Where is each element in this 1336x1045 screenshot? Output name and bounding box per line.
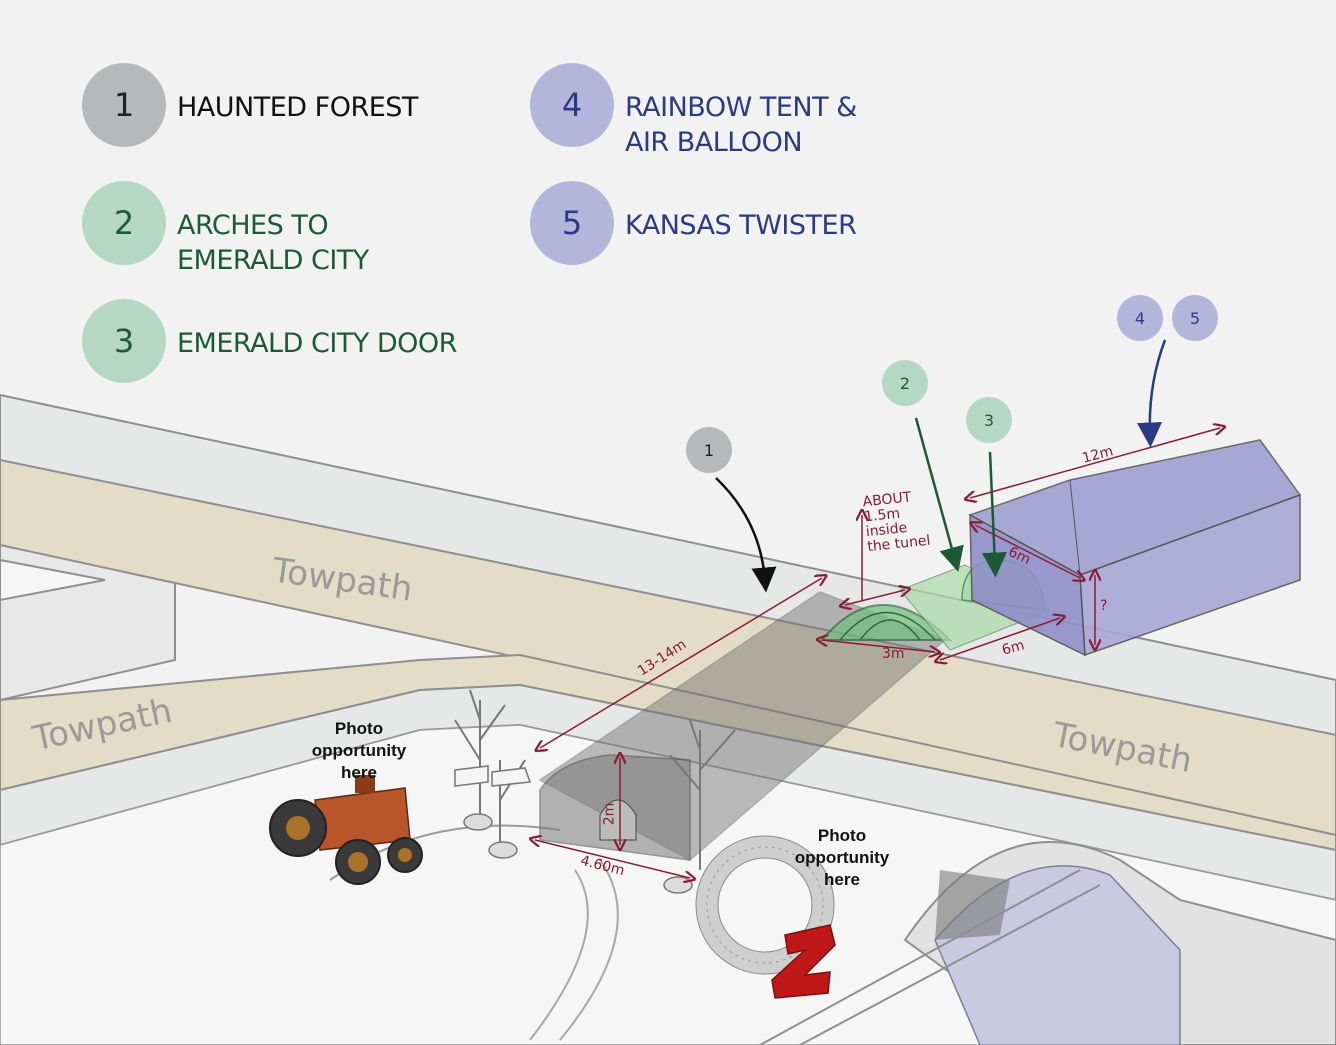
legend-badge-1: 1 [82,63,166,147]
note-inside-tunnel: ABOUT 1.5m inside the tunel [862,489,931,555]
marker-5: 5 [1172,295,1218,341]
marker-1: 1 [686,427,732,473]
legend-badge-3: 3 [82,299,166,383]
legend-badge-2: 2 [82,181,166,265]
dim-arch-width: 3m [882,646,905,662]
legend-badge-5: 5 [530,181,614,265]
arrow-4-5 [1150,340,1165,435]
marker-3: 3 [966,397,1012,443]
legend-label-5: KANSAS TWISTER [625,208,856,243]
legend-label-2: ARCHES TO EMERALD CITY [177,208,369,278]
legend-label-4: RAINBOW TENT & AIR BALLOON [625,90,857,160]
photo-opportunity-label-wreath: Photo opportunity here [786,825,898,891]
legend-label-3: EMERALD CITY DOOR [177,326,457,361]
photo-opportunity-label-tractor: Photo opportunity here [303,718,415,784]
marker-2: 2 [882,360,928,406]
legend-label-1: HAUNTED FOREST [177,90,418,125]
marker-4: 4 [1117,295,1163,341]
dim-tent-height: ? [1100,598,1107,614]
legend-badge-4: 4 [530,63,614,147]
dim-tunnel-height: 2m [601,803,617,826]
